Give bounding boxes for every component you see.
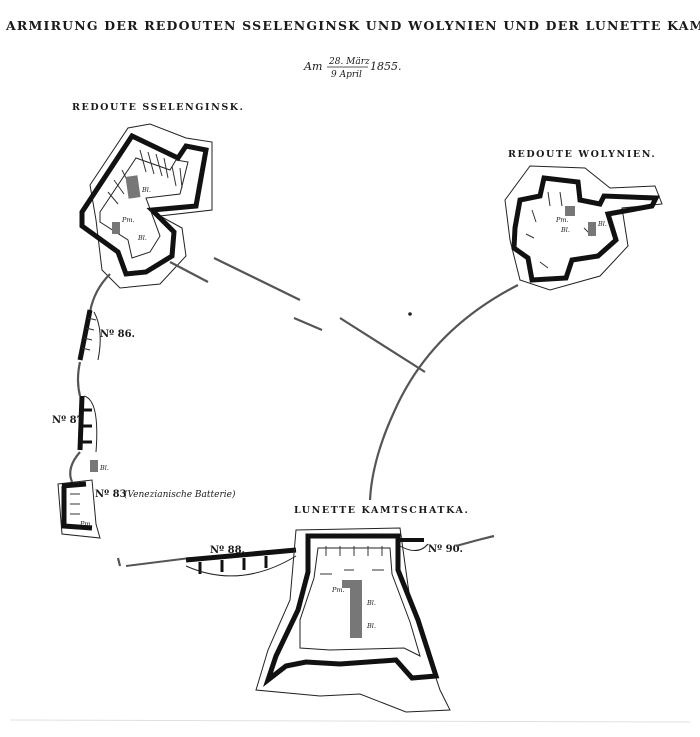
date-top: 28. März	[328, 57, 370, 67]
label-kamtschatka: LUNETTE KAMTSCHATKA.	[294, 505, 469, 516]
kamtschatka-bl-1: Bl.	[366, 599, 376, 607]
label-battery-87: Nº 87	[52, 415, 84, 426]
battery-87-bl: Bl.	[99, 464, 109, 472]
redoute-wolynien: Pm. Bl. Bl.	[504, 165, 663, 291]
wolynien-pm: Pm.	[555, 216, 569, 224]
label-battery-86: Nº 86.	[100, 329, 135, 340]
battery-83: Pm. Nº 83 (Venezianische Batterie)	[57, 479, 236, 539]
battery-88: Nº 88.	[116, 545, 297, 577]
kamtschatka-bl-2: Bl.	[366, 622, 376, 630]
label-wolynien: REDOUTE WOLYNIEN.	[508, 149, 656, 160]
date-prefix: Am	[303, 60, 322, 73]
date-year: 1855.	[370, 60, 402, 73]
kamtschatka-pm: Pm.	[331, 586, 345, 594]
connecting-lines	[88, 257, 519, 501]
wolynien-bl-1: Bl.	[560, 226, 570, 234]
redoute-sselenginsk: Bl. Pm. Bl.	[79, 123, 213, 289]
print-edge-line	[9, 719, 691, 723]
battery-83-note: (Venezianische Batterie)	[124, 489, 236, 500]
sselenginsk-pm: Pm.	[121, 216, 135, 224]
wolynien-bl-2: Bl.	[597, 220, 607, 228]
battery-87: Nº 87 Bl.	[52, 361, 109, 483]
label-sselenginsk: REDOUTE SSELENGINSK.	[72, 102, 245, 113]
lunette-kamtschatka: Pm. Bl. Bl. Nº 90.	[255, 527, 495, 713]
battery-86: Nº 86.	[77, 309, 135, 361]
sselenginsk-bl-1: Bl.	[141, 186, 151, 194]
label-battery-88: Nº 88.	[210, 545, 245, 556]
sselenginsk-bl-2: Bl.	[137, 234, 147, 242]
label-battery-83: Nº 83	[95, 489, 127, 500]
map-title: ARMIRUNG DER REDOUTEN SSELENGINSK UND WO…	[5, 18, 700, 33]
date-block: Am 28. März 9 April 1855.	[303, 57, 402, 80]
date-bottom: 9 April	[331, 70, 362, 80]
battery-83-pm: Pm.	[79, 520, 93, 528]
label-battery-90: Nº 90.	[428, 544, 463, 555]
